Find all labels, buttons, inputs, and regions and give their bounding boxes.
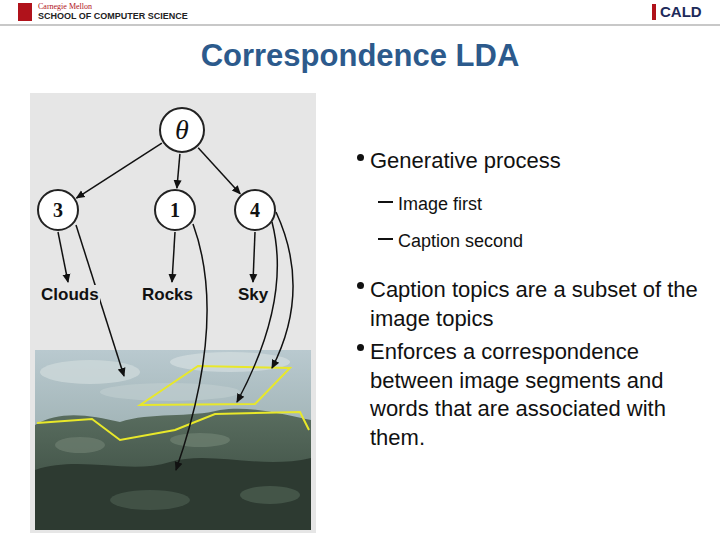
dependency-arrow <box>177 154 180 188</box>
photo <box>35 350 311 530</box>
bullet-dot <box>357 154 364 161</box>
word-label: Rocks <box>141 285 194 305</box>
logo-text: CALD <box>660 3 702 20</box>
node-label: 4 <box>250 199 260 222</box>
bullet-dash <box>378 238 393 240</box>
logo-text: Carnegie Mellon <box>38 2 92 11</box>
sub-bullet-text: Image first <box>398 194 482 215</box>
slide-title: Correspondence LDA <box>0 38 720 74</box>
logo-mark <box>18 3 32 21</box>
sub-bullet-text: Caption second <box>398 231 523 252</box>
figure-panel <box>30 93 316 533</box>
topic-node: 3 <box>37 189 79 231</box>
logo-mark <box>652 4 656 20</box>
bullet-text: Enforces a correspondence between image … <box>370 338 710 452</box>
logo-text: SCHOOL OF COMPUTER SCIENCE <box>38 11 188 21</box>
word-label: Clouds <box>40 285 100 305</box>
topic-node: 4 <box>234 189 276 231</box>
topic-node: 1 <box>154 189 196 231</box>
node-label: θ <box>175 114 189 146</box>
dependency-arrow <box>198 148 240 194</box>
topic-proportion-node: θ <box>159 107 205 153</box>
bullet-text: Generative process <box>370 148 561 174</box>
bullet-dot <box>357 344 364 351</box>
dependency-arrow <box>76 143 161 198</box>
word-label: Sky <box>237 285 269 305</box>
header-rule <box>0 24 720 26</box>
bullet-dash <box>378 201 393 203</box>
node-label: 1 <box>170 199 180 222</box>
leader-arrows <box>58 212 293 470</box>
node-label: 3 <box>53 199 63 222</box>
bullet-text: Caption topics are a subset of the image… <box>370 276 710 333</box>
bullet-dot <box>357 282 364 289</box>
